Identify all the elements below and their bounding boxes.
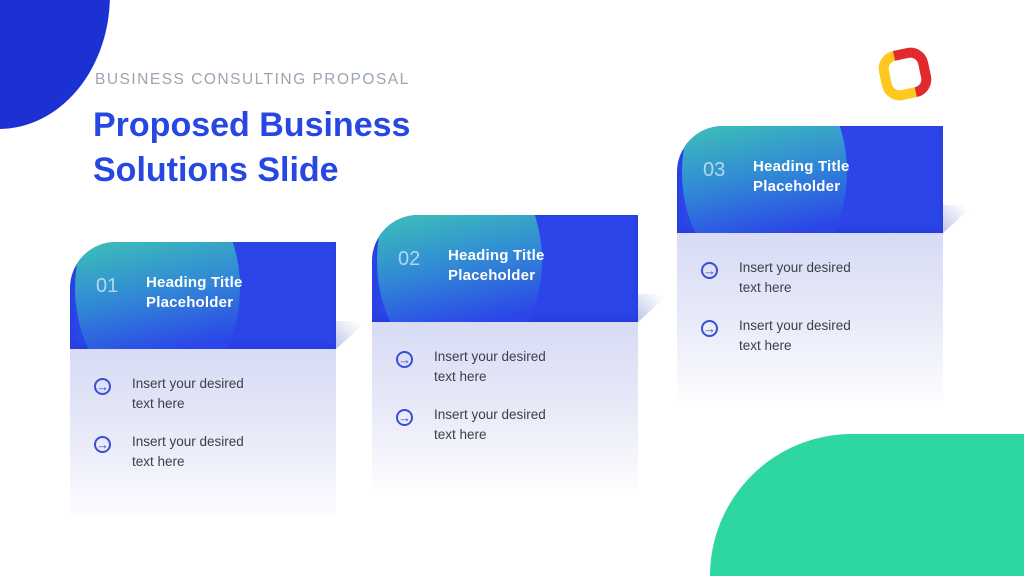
header-ribbon-fold — [943, 205, 974, 233]
circle-arrow-right-icon: → — [396, 351, 413, 368]
item-text: Insert your desired text here — [739, 318, 851, 353]
list-item: → Insert your desired text here — [396, 347, 638, 386]
page-title-line2: Solutions Slide — [93, 151, 339, 189]
solution-card-3: 03 Heading Title Placeholder → Insert yo… — [677, 126, 974, 401]
arrow-glyph: → — [96, 436, 109, 452]
card-number: 01 — [96, 275, 119, 297]
header-ribbon-fold — [638, 294, 669, 322]
list-item: → Insert your desired text here — [701, 258, 943, 297]
list-item: → Insert your desired text here — [94, 432, 336, 471]
list-item: → Insert your desired text here — [396, 405, 638, 444]
page-title-line1: Proposed Business — [93, 106, 411, 144]
card-number: 02 — [398, 248, 421, 270]
teal-gradient-blob — [377, 215, 543, 322]
circle-arrow-right-icon: → — [94, 436, 111, 453]
circle-arrow-right-icon: → — [396, 409, 413, 426]
kicker-text: BUSINESS CONSULTING PROPOSAL — [95, 71, 410, 88]
card-number: 03 — [703, 159, 726, 181]
item-text: Insert your desired text here — [434, 349, 546, 384]
arrow-glyph: → — [398, 409, 411, 425]
item-text: Insert your desired text here — [434, 407, 546, 442]
card-3-body: → Insert your desired text here → Insert… — [677, 233, 943, 401]
card-heading: Heading Title Placeholder — [753, 158, 850, 195]
red-yellow-ring-logo-icon — [878, 47, 932, 101]
card-2-body: → Insert your desired text here → Insert… — [372, 322, 638, 490]
list-item: → Insert your desired text here — [701, 316, 943, 355]
item-text: Insert your desired text here — [739, 260, 851, 295]
solution-card-2: 02 Heading Title Placeholder → Insert yo… — [372, 215, 669, 490]
card-heading: Heading Title Placeholder — [448, 247, 545, 284]
item-text: Insert your desired text here — [132, 376, 244, 411]
card-heading: Heading Title Placeholder — [146, 274, 243, 311]
card-1-body: → Insert your desired text here → Insert… — [70, 349, 336, 517]
teal-gradient-blob — [75, 242, 241, 349]
circle-arrow-right-icon: → — [701, 262, 718, 279]
solution-card-1: 01 Heading Title Placeholder → Insert yo… — [70, 242, 367, 517]
list-item: → Insert your desired text here — [94, 374, 336, 413]
circle-arrow-right-icon: → — [94, 378, 111, 395]
card-3-header: 03 Heading Title Placeholder — [677, 126, 943, 233]
circle-arrow-right-icon: → — [701, 320, 718, 337]
header-ribbon-fold — [336, 321, 367, 349]
page-title: Proposed Business Solutions Slide — [93, 103, 410, 193]
arrow-glyph: → — [398, 351, 411, 367]
arrow-glyph: → — [703, 262, 716, 278]
item-text: Insert your desired text here — [132, 434, 244, 469]
arrow-glyph: → — [703, 320, 716, 336]
teal-corner-shape — [710, 434, 1024, 576]
card-2-header: 02 Heading Title Placeholder — [372, 215, 638, 322]
arrow-glyph: → — [96, 378, 109, 394]
teal-gradient-blob — [682, 126, 848, 233]
card-1-header: 01 Heading Title Placeholder — [70, 242, 336, 349]
